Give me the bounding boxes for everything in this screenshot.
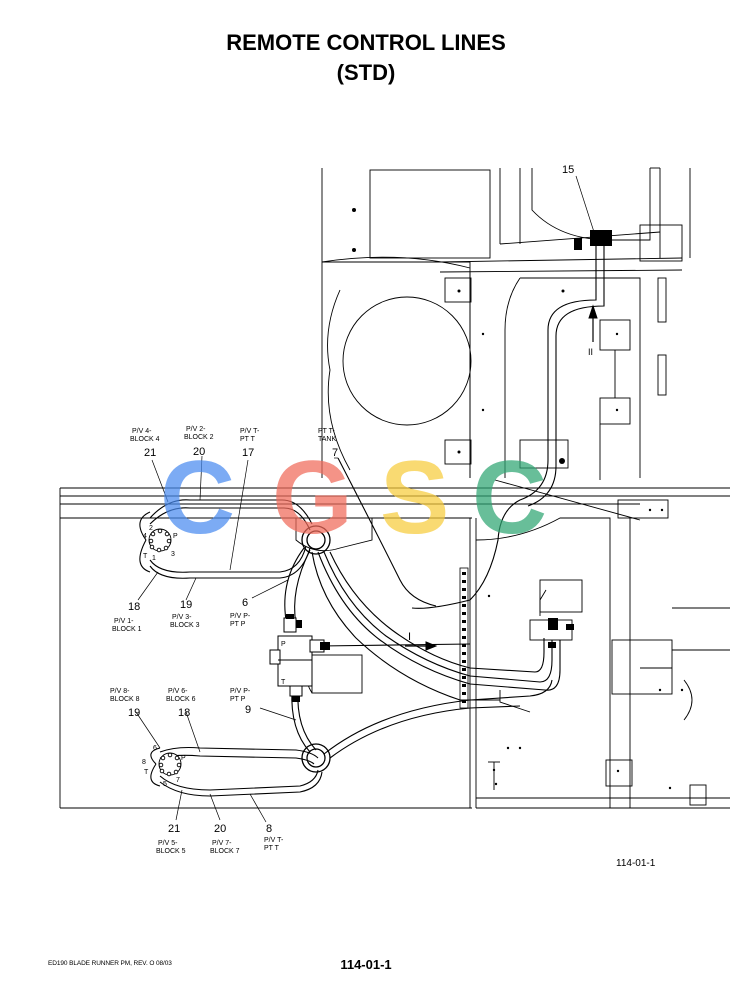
hose-clamps xyxy=(301,525,331,773)
label-pv4-line1: P/V 4- xyxy=(132,428,152,435)
watermark-letter-g: G xyxy=(272,446,353,550)
wm-c2: C xyxy=(472,440,548,556)
bolts xyxy=(352,208,684,790)
detail-mark-ii: II xyxy=(588,347,593,357)
label-pv1-line1: P/V 1- xyxy=(114,618,134,625)
port-p: P xyxy=(173,533,178,540)
port-t: T xyxy=(143,553,148,560)
callout-18-upper: 18 xyxy=(128,601,140,613)
label-pvt2-line2: PT T xyxy=(264,845,280,852)
hose-lines xyxy=(139,240,605,797)
label-pv2-line1: P/V 2- xyxy=(186,426,206,433)
port-5: 5 xyxy=(163,781,167,788)
callout-17: 17 xyxy=(242,447,254,459)
port-1: 1 xyxy=(152,555,156,562)
page-number: 114-01-1 xyxy=(340,957,392,972)
label-pv3-line1: P/V 3- xyxy=(172,614,192,621)
callout-19-lower: 19 xyxy=(128,707,140,719)
callout-numbers: 15 21 20 17 7 18 19 6 19 18 9 21 20 8 xyxy=(128,164,574,835)
label-pv7-line2: BLOCK 7 xyxy=(210,848,240,855)
pilot-valve-lower xyxy=(158,752,182,777)
callout-15: 15 xyxy=(562,164,574,176)
label-pvp-line2: PT P xyxy=(230,621,246,628)
label-pv2-line2: BLOCK 2 xyxy=(184,434,214,441)
callout-19-upper: 19 xyxy=(180,599,192,611)
wm-g: G xyxy=(272,440,353,556)
label-pv4-line2: BLOCK 4 xyxy=(130,436,160,443)
control-valve xyxy=(269,617,325,697)
detail-marks: I II xyxy=(408,347,593,643)
pilot-valve-upper xyxy=(148,528,172,553)
port-8: 8 xyxy=(142,759,146,766)
label-pvp2-line1: P/V P- xyxy=(230,688,251,695)
callout-7: 7 xyxy=(332,447,338,459)
label-pv6-line2: BLOCK 6 xyxy=(166,696,196,703)
label-pv6-line1: P/V 6- xyxy=(168,688,188,695)
figure-reference: 114-01-1 xyxy=(616,858,656,869)
callout-20-upper: 20 xyxy=(193,446,205,458)
page-title: REMOTE CONTROL LINES xyxy=(226,30,506,55)
detail-mark-i: I xyxy=(408,631,411,643)
port-p-lower: P xyxy=(181,755,186,762)
port-2: 2 xyxy=(149,525,153,532)
wm-c1: C xyxy=(160,440,236,556)
callout-18-lower: 18 xyxy=(178,707,190,719)
large-round-hole xyxy=(342,296,472,426)
connection-labels: P/V 4- BLOCK 4 P/V 2- BLOCK 2 P/V T- PT … xyxy=(110,426,336,855)
port-t-lower: T xyxy=(144,769,149,776)
callout-20-lower: 20 xyxy=(214,823,226,835)
label-pv5-line1: P/V 5- xyxy=(158,840,178,847)
label-pv7-line1: P/V 7- xyxy=(212,840,232,847)
label-pv5-line2: BLOCK 5 xyxy=(156,848,186,855)
leader-lines xyxy=(135,175,595,823)
valve-fittings xyxy=(286,230,612,702)
watermark-letter-s: S xyxy=(380,446,449,550)
label-pvp-line1: P/V P- xyxy=(230,613,251,620)
port-marks: 2 4 P T 3 1 6 8 P T 5 7 P T xyxy=(142,525,286,788)
flow-arrows xyxy=(405,304,598,651)
callout-6: 6 xyxy=(242,597,248,609)
port-3: 3 xyxy=(171,551,175,558)
label-pv8-line1: P/V 8- xyxy=(110,688,130,695)
dotted-clip-bar xyxy=(459,567,469,709)
label-pvp2-line2: PT P xyxy=(230,696,246,703)
clip-dots xyxy=(462,572,466,703)
valve-port-t: T xyxy=(281,679,286,686)
page-subtitle: (STD) xyxy=(336,60,396,85)
callout-21-lower: 21 xyxy=(168,823,180,835)
label-pv1-line2: BLOCK 1 xyxy=(112,626,142,633)
label-pvt-line1: P/V T- xyxy=(240,428,260,435)
label-pv3-line2: BLOCK 3 xyxy=(170,622,200,629)
label-pv8-line2: BLOCK 8 xyxy=(110,696,140,703)
valve-port-p: P xyxy=(281,641,286,648)
document-revision: ED190 BLADE RUNNER PM, REV. O 08/03 xyxy=(48,960,172,967)
wm-s: S xyxy=(380,440,450,556)
port-6: 6 xyxy=(153,745,157,752)
port-4: 4 xyxy=(143,533,147,540)
watermark-letter-c1: C xyxy=(160,446,235,550)
callout-21-upper: 21 xyxy=(144,447,156,459)
callout-8: 8 xyxy=(266,823,272,835)
top-block xyxy=(369,169,491,259)
label-pvt-line2: PT T xyxy=(240,436,256,443)
port-7: 7 xyxy=(176,777,180,784)
label-ptt-line1: PT T- xyxy=(318,428,336,435)
label-pvt2-line1: P/V T- xyxy=(264,837,284,844)
callout-9: 9 xyxy=(245,704,251,716)
label-ptt-line2: TANK xyxy=(318,436,336,443)
watermark-letter-c2: C xyxy=(472,446,547,550)
